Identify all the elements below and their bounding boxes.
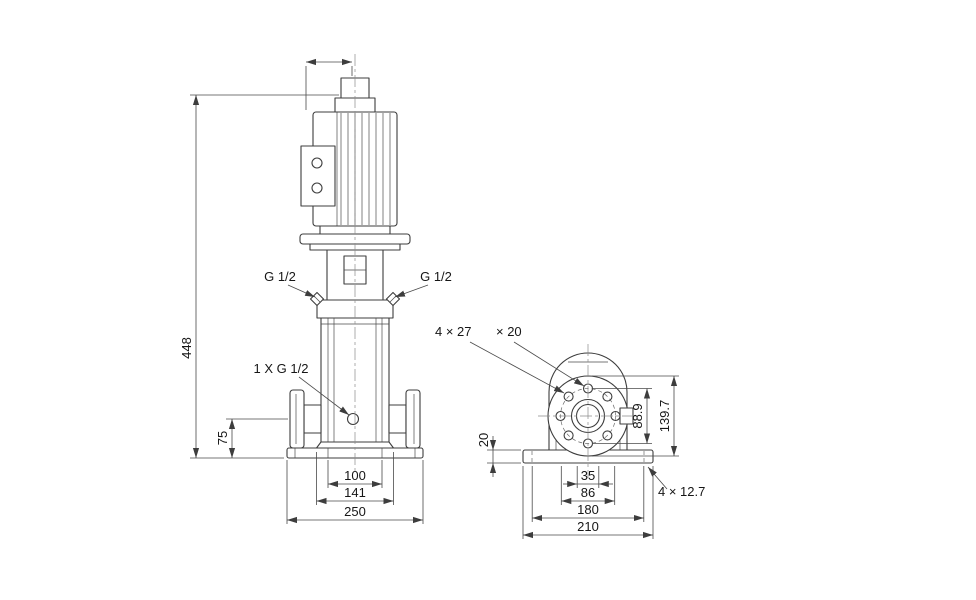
port-pipe-right: [388, 404, 407, 434]
dim-overall-height: 448: [179, 94, 339, 459]
dim-flange-diameter: 139.7: [592, 375, 679, 457]
dim-label-100: 100: [344, 468, 366, 483]
port-flange-right: [405, 389, 421, 449]
dim-base-hole-spacing: 100: [327, 460, 383, 488]
port-pipe-left: [303, 404, 322, 434]
flange-hole-label: 4 × 27: [435, 324, 472, 339]
drain-port-label: 1 X G 1/2: [254, 361, 350, 416]
motor-cooling-fins: [336, 112, 391, 226]
dim-bolt-circle: 88.9: [592, 388, 652, 444]
dim-label-210: 210: [577, 519, 599, 534]
dim-label-port-height: 75: [215, 431, 230, 445]
terminal-box: [300, 145, 336, 207]
dim-label-86: 86: [581, 485, 595, 500]
right-view: 4 × 27 × 20 20 88.9 139.7: [435, 324, 705, 539]
suction-discharge-ports: [289, 389, 421, 449]
dim-label-250: 250: [344, 504, 366, 519]
left-view: 448 75 100 141 250: [179, 54, 452, 524]
dim-label-180: 180: [577, 502, 599, 517]
dim-base-thickness: 20: [476, 433, 521, 477]
cable-entry-bottom: [311, 182, 323, 194]
dim-foot-hole-spacing: 180: [531, 466, 645, 522]
drain-plug: [346, 412, 360, 426]
dim-hole-span: 86: [560, 466, 616, 505]
dim-label-20: 20: [476, 433, 491, 447]
drain-label-text: 1 X G 1/2: [254, 361, 309, 376]
flange-hole-callout: 4 × 27 × 20: [435, 324, 585, 394]
dim-label-88-9: 88.9: [630, 403, 645, 428]
base-hole-label: 4 × 12.7: [658, 484, 705, 499]
dim-label-139-7: 139.7: [657, 400, 672, 433]
port-label-left: G 1/2: [264, 269, 296, 284]
dim-label-overall-height: 448: [179, 337, 194, 359]
flange-hole-depth-label: × 20: [496, 324, 522, 339]
cable-entry-top: [311, 157, 323, 169]
dim-label-141: 141: [344, 485, 366, 500]
gauge-port-labels: G 1/2 G 1/2: [264, 269, 452, 298]
dim-port-height: 75: [215, 418, 288, 458]
dim-label-35: 35: [581, 468, 595, 483]
dim-base-upper-width: 141: [316, 452, 394, 505]
port-label-right: G 1/2: [420, 269, 452, 284]
dim-bore: 35: [563, 466, 613, 488]
dim-top: [305, 58, 353, 110]
dim-base-plate-width: 210: [522, 466, 654, 539]
port-flange-left: [289, 389, 305, 449]
base-hole-callout: 4 × 12.7: [647, 466, 705, 499]
motor: [300, 77, 398, 235]
dim-base-width: 250: [286, 460, 424, 524]
